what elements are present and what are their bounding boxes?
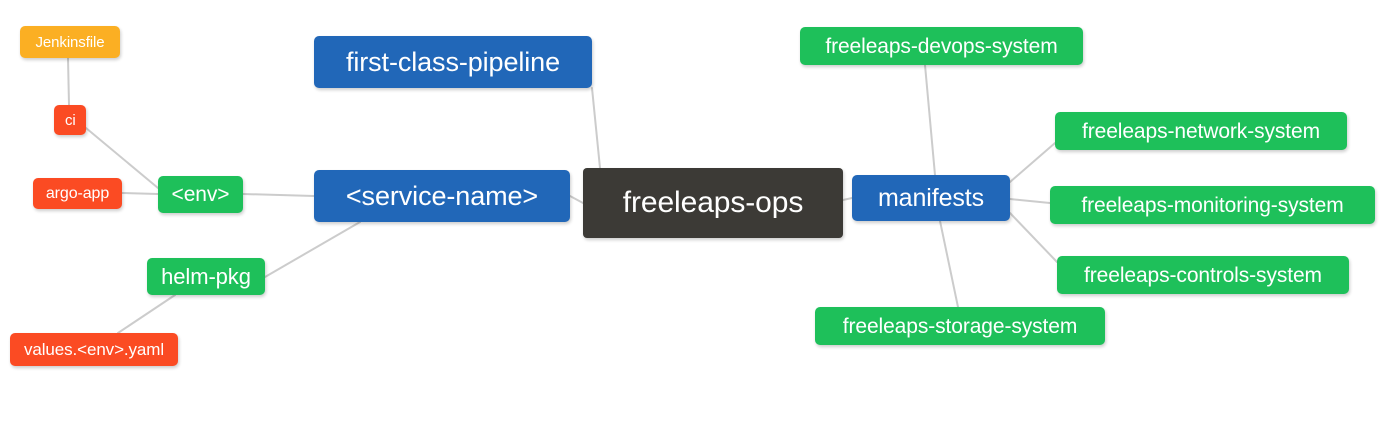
mindmap-node-label: freeleaps-ops [622, 186, 804, 219]
edge-env-to-argo-app [121, 192, 159, 195]
mindmap-node-label: values.<env>.yaml [23, 340, 165, 359]
mindmap-node-first-class-pipeline[interactable]: first-class-pipeline [314, 36, 592, 88]
edge-ci-to-jenkinsfile [67, 57, 70, 106]
mindmap-node-label: Jenkinsfile [35, 33, 105, 51]
mindmap-node-label: freeleaps-network-system [1081, 119, 1320, 143]
mindmap-node-freeleaps-network-system[interactable]: freeleaps-network-system [1055, 112, 1347, 150]
mindmap-node-freeleaps-ops[interactable]: freeleaps-ops [583, 168, 843, 238]
edge-manifests-to-freeleaps-network-system [1009, 142, 1056, 183]
mindmap-node-label: ci [65, 111, 76, 129]
mindmap-node-helm-pkg[interactable]: helm-pkg [147, 258, 265, 295]
mindmap-node-label: manifests [877, 183, 985, 212]
mindmap-node-label: freeleaps-controls-system [1084, 263, 1322, 287]
mindmap-node-label: <env> [171, 183, 230, 206]
mindmap-node-label: first-class-pipeline [345, 46, 561, 77]
edge-service-name-to-helm-pkg [264, 221, 361, 278]
mindmap-node-freeleaps-devops-system[interactable]: freeleaps-devops-system [800, 27, 1083, 65]
mindmap-node-argo-app[interactable]: argo-app [33, 178, 122, 209]
mindmap-node-jenkinsfile[interactable]: Jenkinsfile [20, 26, 120, 58]
mindmap-node-label: freeleaps-devops-system [825, 34, 1058, 58]
mindmap-node-values-env-yaml[interactable]: values.<env>.yaml [10, 333, 178, 366]
edge-manifests-to-freeleaps-devops-system [924, 64, 936, 176]
mindmap-node-env[interactable]: <env> [158, 176, 243, 213]
edge-service-name-to-env [242, 193, 315, 197]
mindmap-node-label: <service-name> [345, 180, 539, 211]
edge-freeleaps-ops-to-manifests [842, 197, 853, 201]
mindmap-node-manifests[interactable]: manifests [852, 175, 1010, 221]
edge-manifests-to-freeleaps-monitoring-system [1009, 198, 1051, 204]
edge-helm-pkg-to-values-env-yaml [117, 294, 176, 334]
mindmap-node-freeleaps-storage-system[interactable]: freeleaps-storage-system [815, 307, 1105, 345]
mindmap-node-label: helm-pkg [161, 263, 251, 289]
mindmap-node-freeleaps-controls-system[interactable]: freeleaps-controls-system [1057, 256, 1349, 294]
mindmap-node-label: freeleaps-monitoring-system [1081, 193, 1344, 217]
mindmap-node-freeleaps-monitoring-system[interactable]: freeleaps-monitoring-system [1050, 186, 1375, 224]
edge-freeleaps-ops-to-first-class-pipeline [591, 87, 601, 169]
edge-freeleaps-ops-to-service-name [569, 195, 584, 204]
mindmap-node-label: argo-app [45, 184, 110, 202]
mindmap-node-service-name[interactable]: <service-name> [314, 170, 570, 222]
mindmap-node-label: freeleaps-storage-system [842, 314, 1078, 338]
mindmap-node-ci[interactable]: ci [54, 105, 86, 135]
edge-manifests-to-freeleaps-storage-system [939, 220, 959, 308]
